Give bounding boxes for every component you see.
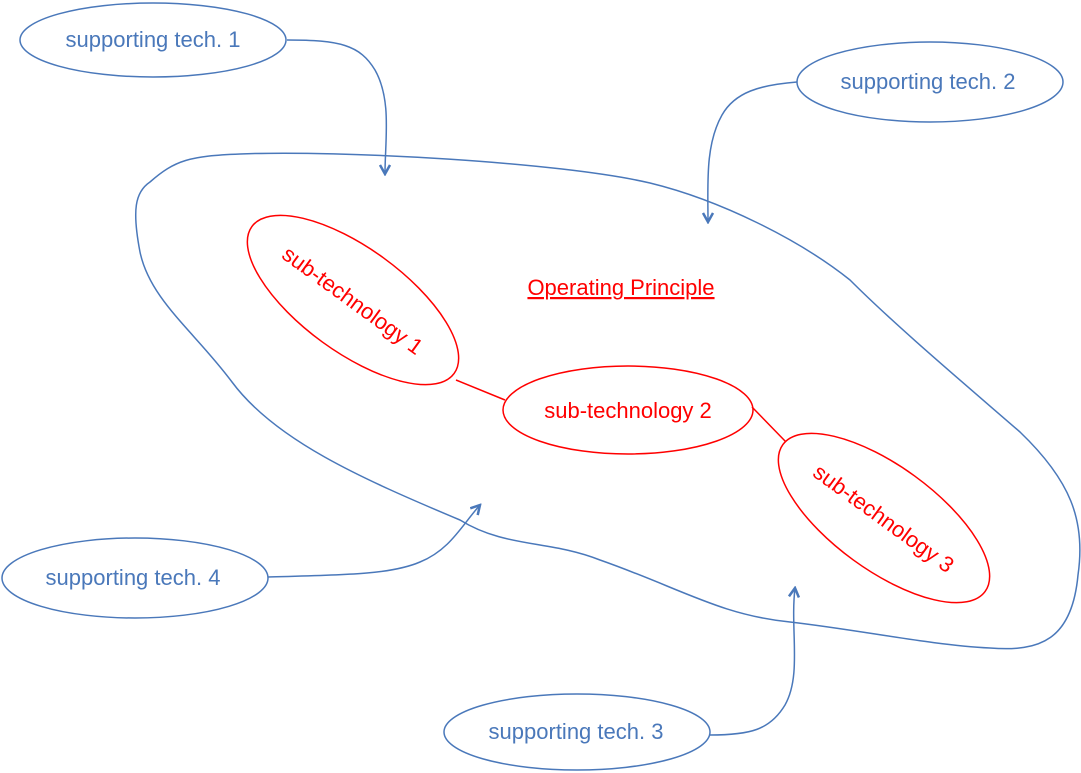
arrow-supporting-tech-4 (267, 505, 480, 578)
supporting-tech-4-label: supporting tech. 4 (46, 565, 221, 590)
sub-technology-3-label: sub-technology 3 (809, 459, 959, 578)
arrow-supporting-tech-3 (709, 588, 795, 736)
arrow-supporting-tech-2 (708, 81, 798, 222)
supporting-tech-1-node: supporting tech. 1 (19, 2, 287, 78)
link-sub1-sub2 (455, 379, 506, 401)
link-sub2-sub3 (751, 406, 787, 443)
supporting-tech-2-node: supporting tech. 2 (796, 41, 1064, 123)
operating-principle-title: Operating Principle (527, 275, 714, 300)
supporting-tech-3-label: supporting tech. 3 (489, 719, 664, 744)
arrow-supporting-tech-1 (286, 39, 386, 174)
sub-technology-2-label: sub-technology 2 (544, 398, 712, 423)
supporting-tech-4-node: supporting tech. 4 (1, 537, 269, 619)
supporting-tech-3-node: supporting tech. 3 (443, 693, 711, 771)
operating-principle-boundary (134, 152, 1081, 650)
supporting-tech-2-label: supporting tech. 2 (841, 69, 1016, 94)
sub-technology-1-label: sub-technology 1 (278, 241, 428, 360)
supporting-tech-1-label: supporting tech. 1 (66, 27, 241, 52)
sub-technology-1-node: sub-technology 1 (246, 214, 460, 386)
sub-technology-2-node: sub-technology 2 (502, 365, 754, 455)
sub-technology-3-node: sub-technology 3 (777, 432, 991, 604)
